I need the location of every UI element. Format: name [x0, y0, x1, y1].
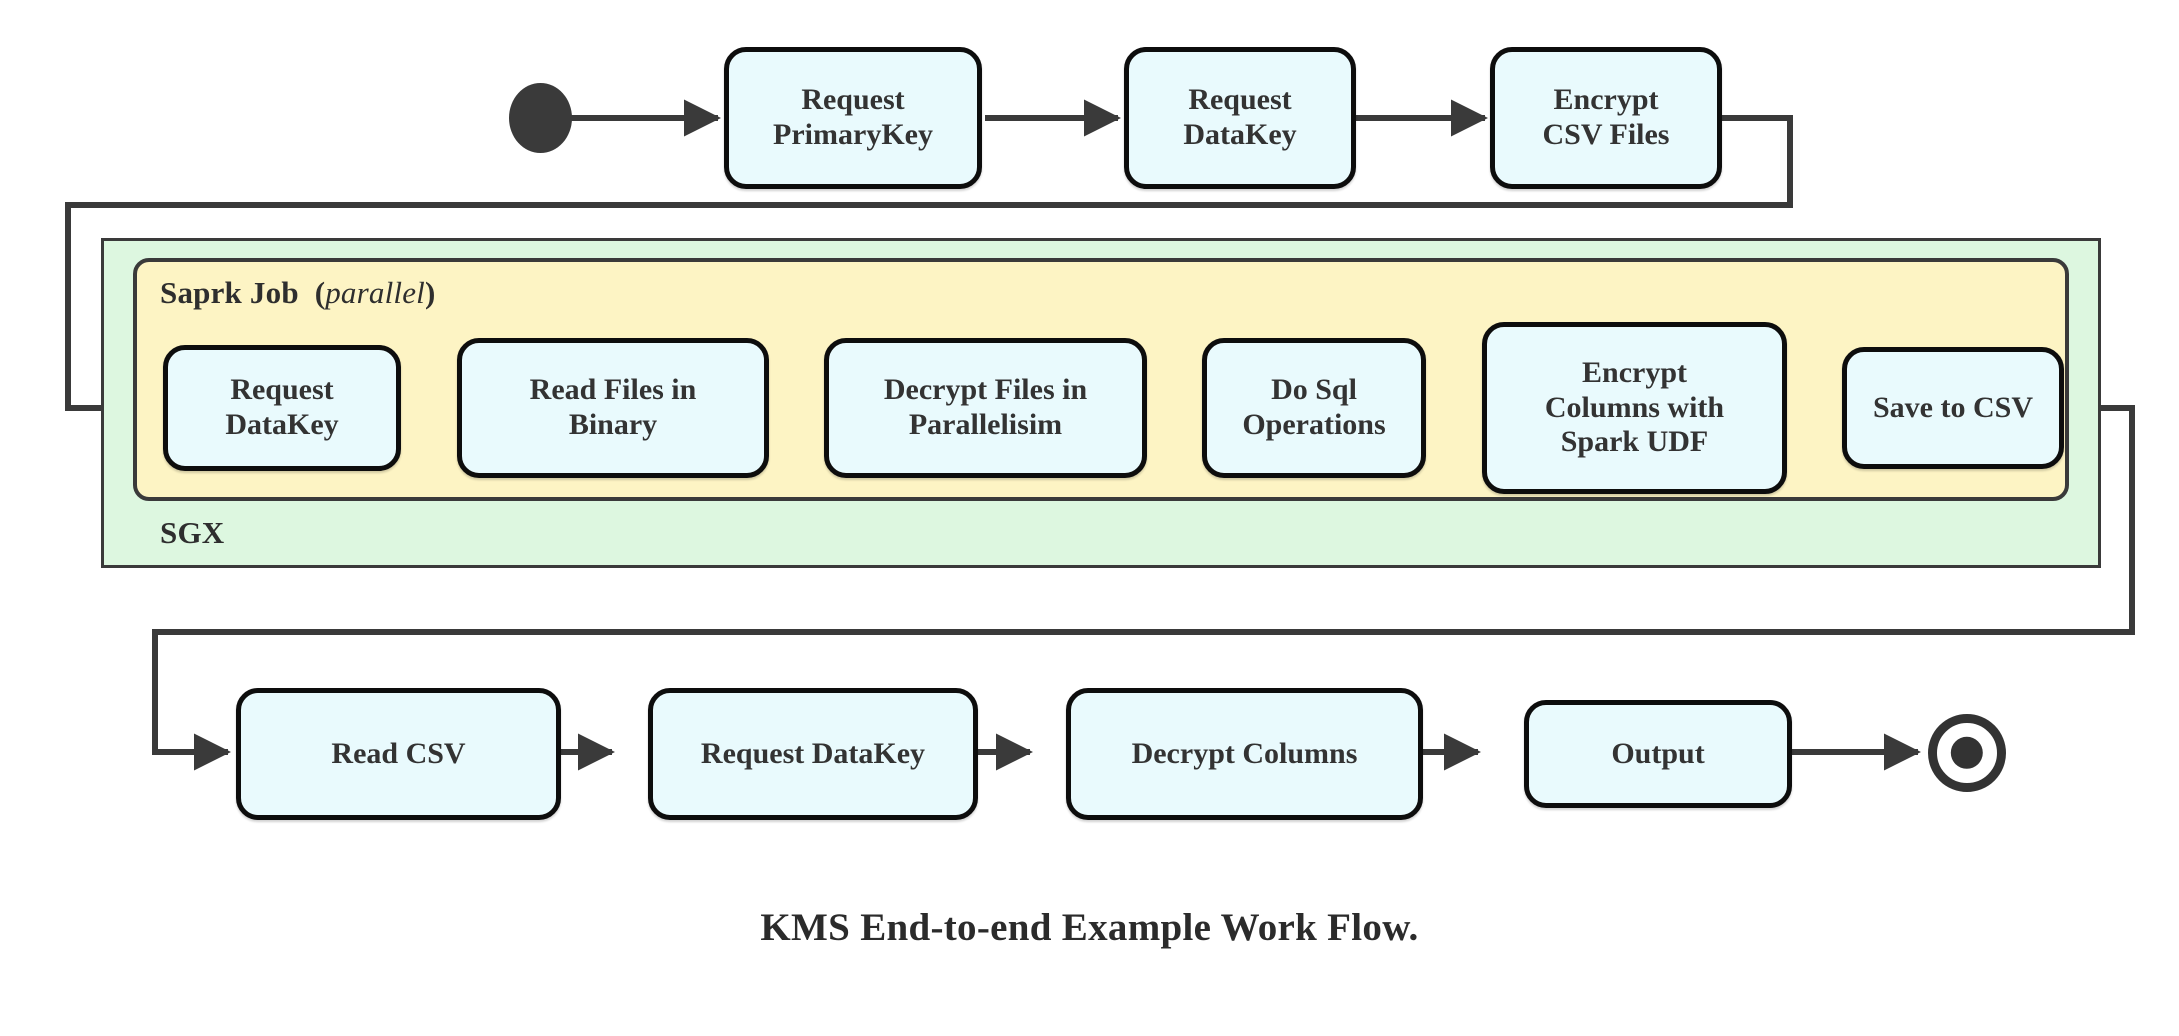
node-decrypt-columns[interactable]: Decrypt Columns: [1066, 688, 1423, 820]
spark-job-label-paren-close: ): [424, 275, 436, 310]
node-encrypt-columns-with-spark-udf-line-1: Encrypt: [1582, 355, 1687, 389]
node-request-datakey-top-line-1: Request: [1188, 83, 1292, 117]
node-read-csv-line-1: Read CSV: [331, 736, 466, 770]
node-decrypt-columns-line-1: Decrypt Columns: [1131, 736, 1358, 770]
node-encrypt-columns-with-spark-udf[interactable]: Encrypt Columns with Spark UDF: [1482, 322, 1787, 494]
node-request-primarykey[interactable]: Request PrimaryKey: [724, 47, 982, 189]
node-request-datakey-bottom-line-1: Request DataKey: [700, 736, 926, 770]
node-encrypt-csv-files-line-2: CSV Files: [1542, 118, 1670, 151]
node-output-line-1: Output: [1611, 736, 1705, 770]
node-decrypt-files-in-parallelisim-line-2: Parallelisim: [908, 408, 1063, 441]
node-save-to-csv-line-1: Save to CSV: [1872, 390, 2033, 424]
node-read-csv[interactable]: Read CSV: [236, 688, 561, 820]
node-output[interactable]: Output: [1524, 700, 1792, 808]
node-do-sql-operations-line-1: Do Sql: [1271, 373, 1357, 407]
node-read-files-in-binary-line-2: Binary: [568, 408, 658, 441]
spark-job-container-label: Saprk Job (parallel): [160, 275, 436, 311]
node-request-primarykey-line-1: Request: [801, 83, 905, 117]
node-request-datakey-spark-line-1: Request: [230, 373, 334, 407]
node-read-files-in-binary[interactable]: Read Files in Binary: [457, 338, 769, 478]
node-encrypt-csv-files[interactable]: Encrypt CSV Files: [1490, 47, 1722, 189]
node-encrypt-columns-with-spark-udf-line-3: Spark UDF: [1560, 425, 1709, 459]
start-state-marker: [509, 83, 572, 153]
node-decrypt-files-in-parallelisim-line-1: Decrypt Files in: [883, 373, 1088, 407]
node-decrypt-files-in-parallelisim[interactable]: Decrypt Files in Parallelisim: [824, 338, 1147, 478]
node-encrypt-columns-with-spark-udf-line-2: Columns with: [1544, 390, 1725, 424]
spark-job-label-italic: parallel: [325, 275, 425, 310]
sgx-container-label: SGX: [160, 515, 225, 550]
node-request-primarykey-line-2: PrimaryKey: [773, 118, 933, 151]
spark-job-label-bold: Saprk Job: [160, 275, 299, 310]
node-encrypt-csv-files-line-1: Encrypt: [1553, 83, 1659, 117]
node-do-sql-operations-line-2: Operations: [1242, 408, 1386, 441]
node-save-to-csv[interactable]: Save to CSV: [1842, 347, 2064, 469]
node-request-datakey-top-line-2: DataKey: [1183, 118, 1297, 151]
node-request-datakey-top[interactable]: Request DataKey: [1124, 47, 1356, 189]
node-read-files-in-binary-line-1: Read Files in: [529, 373, 697, 407]
diagram-caption: KMS End-to-end Example Work Flow.: [760, 906, 1419, 949]
node-request-datakey-bottom[interactable]: Request DataKey: [648, 688, 978, 820]
node-request-datakey-spark[interactable]: Request DataKey: [163, 345, 401, 471]
end-state-marker: [1928, 714, 2006, 792]
spark-job-label-paren-open: (: [314, 275, 326, 310]
node-do-sql-operations[interactable]: Do Sql Operations: [1202, 338, 1426, 478]
node-request-datakey-spark-line-2: DataKey: [225, 408, 339, 441]
